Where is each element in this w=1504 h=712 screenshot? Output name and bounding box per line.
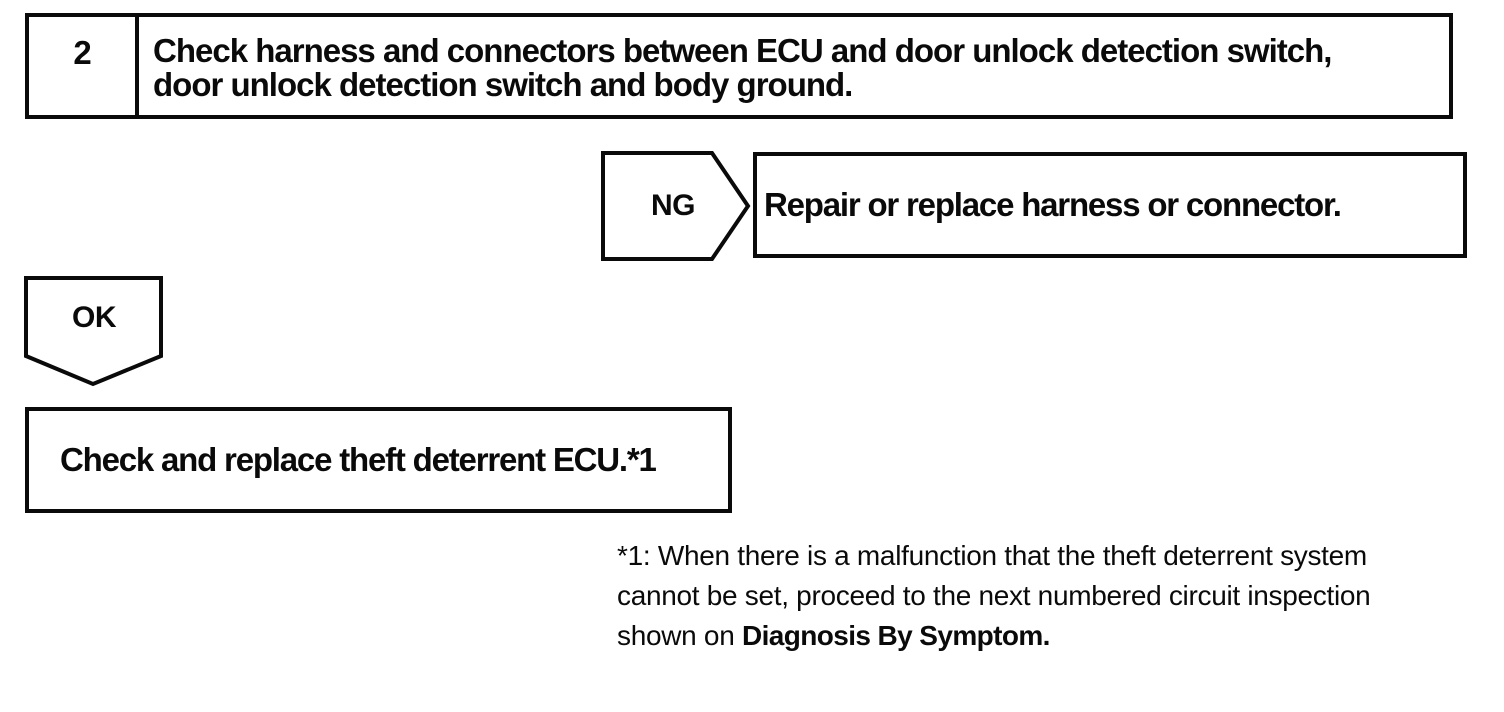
step-box: 2 Check harness and connectors between E… — [25, 13, 1453, 119]
footnote: *1: When there is a malfunction that the… — [617, 536, 1497, 656]
result-box: Check and replace theft deterrent ECU.*1 — [25, 407, 732, 513]
ok-label: OK — [72, 301, 117, 334]
step-instruction: Check harness and connectors between ECU… — [153, 32, 1332, 103]
ng-pentagon-right-icon — [601, 151, 751, 261]
ok-connector: OK — [24, 276, 164, 388]
footnote-emphasis: Diagnosis By Symptom. — [741, 620, 1051, 651]
ng-connector: NG — [601, 151, 751, 261]
footnote-line-2: cannot be set, proceed to the next numbe… — [617, 580, 1371, 611]
ok-pentagon-down-icon — [24, 276, 163, 387]
step-number: 2 — [29, 17, 139, 115]
footnote-line-1: *1: When there is a malfunction that the… — [617, 540, 1367, 571]
result-text: Check and replace theft deterrent ECU.*1 — [60, 441, 657, 478]
ng-action-text: Repair or replace harness or connector. — [764, 186, 1342, 223]
ng-label: NG — [651, 189, 696, 222]
footnote-line-3-prefix: shown on — [617, 620, 742, 651]
ng-action-box: Repair or replace harness or connector. — [753, 152, 1467, 258]
footnote-line-3: shown on Diagnosis By Symptom. — [617, 616, 1497, 656]
